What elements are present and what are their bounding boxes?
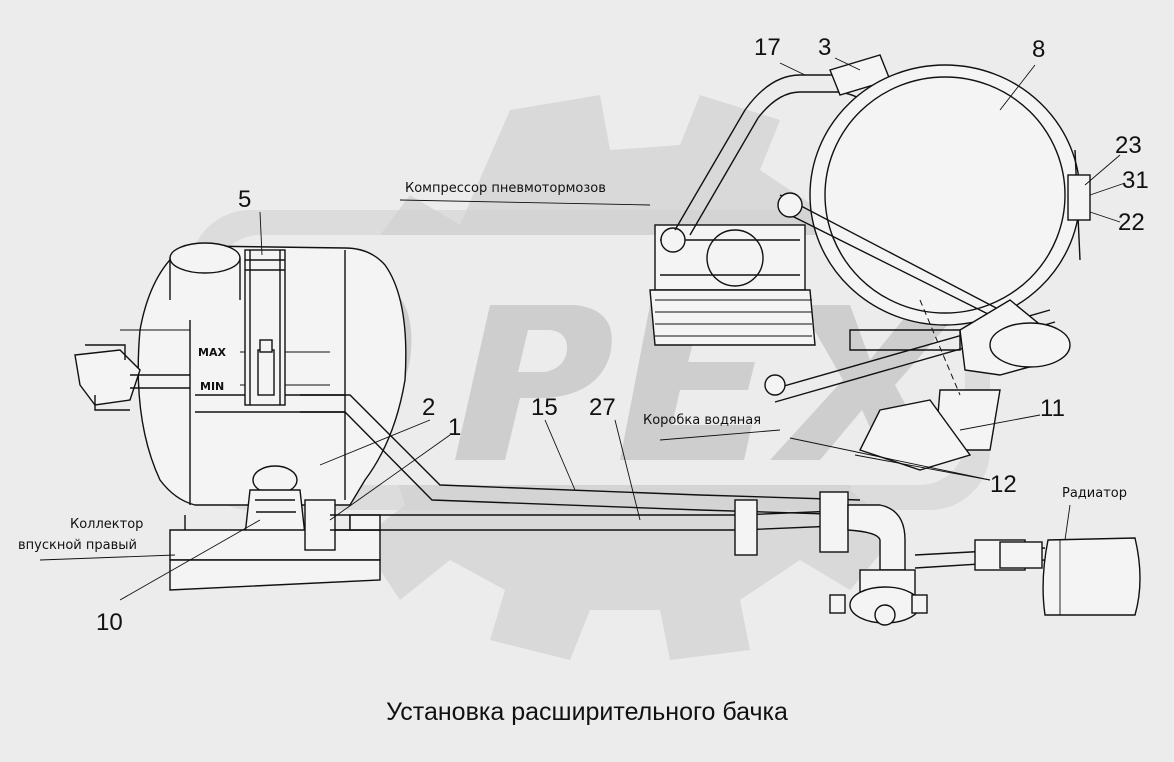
filler-neck [244,249,286,406]
tank-left-fitting [74,344,190,411]
callout-17: 17 [754,34,781,61]
collector-pipe [169,499,381,591]
cylinder [809,64,1091,326]
callout-3: 3 [818,34,831,61]
callout-23: 23 [1115,132,1142,159]
label-radiator: Радиатор [1062,486,1127,501]
diagram-caption: Установка расширительного бачка [386,698,788,726]
callout-1: 1 [448,414,461,441]
label-water-box: Коробка водяная [643,413,761,428]
callout-2: 2 [422,394,435,421]
callout-5: 5 [238,186,251,213]
label-collector-line2: впускной правый [18,538,137,553]
callout-11: 11 [1040,395,1065,422]
label-collector-line1: Коллектор [70,517,143,532]
tank-max-mark: MAX [198,346,226,359]
tank-min-mark: MIN [200,380,224,393]
long-pipes [300,394,928,626]
radiator-connection [914,537,1141,616]
compressor [649,224,816,346]
callout-31: 31 [1122,167,1149,194]
label-compressor: Компрессор пневмотормозов [405,181,606,196]
callout-22: 22 [1118,209,1145,236]
callout-12: 12 [990,471,1017,498]
callout-10: 10 [96,609,123,636]
leader-lines [39,57,1126,601]
callout-27: 27 [589,394,616,421]
callout-15: 15 [531,394,558,421]
callout-8: 8 [1032,36,1045,63]
support-rods [764,192,1071,471]
